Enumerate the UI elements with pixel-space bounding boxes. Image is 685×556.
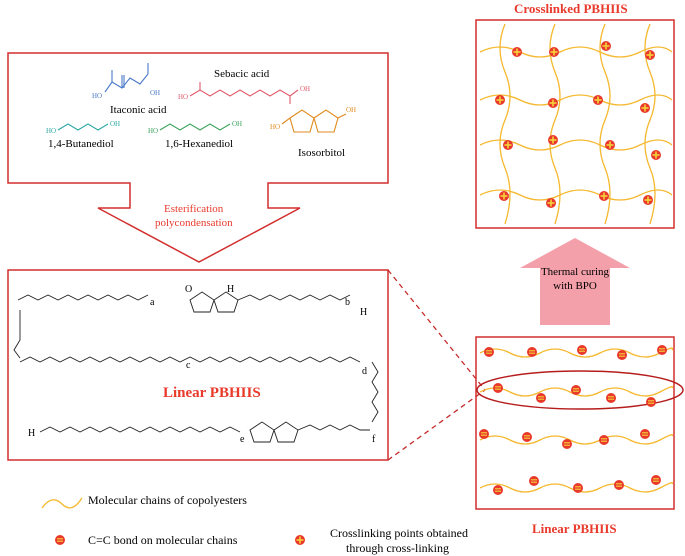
crosslink-point — [650, 149, 662, 161]
butanediol-structure — [57, 123, 109, 131]
cc-bond-point — [528, 475, 540, 487]
cc-bond-point — [645, 396, 657, 408]
cc-bond-point — [576, 344, 588, 356]
crosslinked-network — [479, 23, 673, 225]
bpo-label: with BPO — [553, 280, 597, 292]
crosslink-point — [604, 139, 616, 151]
crosslink-point — [547, 97, 559, 109]
cc-bond-point — [616, 349, 628, 361]
svg-text:OH: OH — [110, 120, 120, 128]
crosslinked-title: Crosslinked PBHIIS — [514, 1, 628, 16]
cc-bond-point — [526, 346, 538, 358]
svg-text:OH: OH — [346, 106, 356, 114]
svg-text:HO: HO — [92, 92, 102, 100]
itaconic-acid-label: Itaconic acid — [110, 104, 167, 116]
isosorbide-structure — [281, 109, 347, 133]
svg-text:OH: OH — [300, 85, 310, 93]
cc-bond-point — [521, 431, 533, 443]
thermal-curing-arrow — [520, 238, 630, 325]
isosorbitol-label: Isosorbitol — [298, 147, 346, 159]
crosslink-point — [642, 194, 654, 206]
cc-bond-point — [492, 382, 504, 394]
crosslink-point — [592, 94, 604, 106]
legend-crosslink-icon — [294, 534, 306, 546]
cc-bond-point — [535, 392, 547, 404]
crosslinked-box — [475, 19, 675, 229]
itaconic-acid-structure — [104, 63, 149, 93]
legend-crosslink-label-1: Crosslinking points obtained — [330, 526, 468, 540]
crosslink-point — [494, 94, 506, 106]
crosslink-point — [545, 197, 557, 209]
crosslink-point — [598, 190, 610, 202]
cc-bond-point — [570, 384, 582, 396]
svg-text:OH: OH — [150, 89, 160, 97]
dashed-connector-bottom — [387, 389, 486, 461]
legend-chains-label: Molecular chains of copolyesters — [88, 493, 247, 507]
crosslink-point — [600, 40, 612, 52]
crosslink-point — [498, 190, 510, 202]
svg-text:HO: HO — [270, 123, 280, 131]
monomer-box-outline — [7, 52, 389, 263]
end-h-bottom: H — [28, 428, 36, 439]
cc-bond-point — [492, 484, 504, 496]
crosslink-point — [548, 46, 560, 58]
polymer-backbone — [13, 291, 379, 443]
linear-chains — [479, 347, 674, 493]
linear-center-title: Linear PBHIIS — [163, 385, 261, 401]
esterification-label: Esterification — [164, 203, 224, 215]
cc-bond-point — [598, 434, 610, 446]
crosslink-point — [547, 134, 559, 146]
crosslink-point — [644, 49, 656, 61]
subscript-e: e — [240, 434, 245, 445]
svg-text:HO: HO — [178, 93, 188, 101]
sebacic-acid-label: Sebacic acid — [214, 68, 270, 80]
highlight-ellipse — [476, 370, 684, 410]
linear-right-title: Linear PBHIIS — [532, 521, 617, 536]
subscript-b: b — [345, 297, 350, 308]
linear-structure-box — [7, 269, 389, 461]
linear-chains-box — [475, 336, 675, 510]
svg-text:HO: HO — [148, 127, 158, 135]
svg-text:HO: HO — [46, 127, 56, 135]
svg-text:OH: OH — [232, 120, 242, 128]
crosslink-point — [511, 46, 523, 58]
polycondensation-label: polycondensation — [155, 217, 233, 229]
crosslink-point — [639, 102, 651, 114]
legend-chain-sample — [41, 497, 83, 509]
hexanediol-structure — [159, 123, 231, 131]
butanediol-label: 1,4-Butanediol — [48, 138, 114, 150]
legend-crosslink-label-2: through cross-linking — [346, 541, 449, 555]
subscript-d: d — [362, 366, 367, 377]
dashed-connector-top — [387, 269, 486, 391]
cc-bond-point — [483, 346, 495, 358]
cc-bond-point — [572, 482, 584, 494]
cc-bond-point — [656, 344, 668, 356]
subscript-c: c — [186, 360, 191, 371]
legend-cc-bond-label: C=C bond on molecular chains — [88, 533, 238, 547]
sebacic-acid-structure — [189, 82, 299, 104]
atom-label-o: O — [185, 284, 193, 295]
subscript-f: f — [372, 434, 376, 445]
crosslink-point — [502, 139, 514, 151]
legend-cc-bond-icon — [54, 534, 66, 546]
hexanediol-label: 1,6-Hexanediol — [165, 138, 234, 150]
cc-bond-point — [650, 474, 662, 486]
cc-bond-point — [613, 479, 625, 491]
cc-bond-point — [478, 428, 490, 440]
cc-bond-point — [639, 428, 651, 440]
thermal-curing-label: Thermal curing — [540, 266, 610, 278]
cc-bond-point — [605, 392, 617, 404]
subscript-a: a — [150, 297, 155, 308]
end-h: H — [360, 307, 368, 318]
atom-label-h: H — [227, 284, 235, 295]
cc-bond-point — [561, 438, 573, 450]
